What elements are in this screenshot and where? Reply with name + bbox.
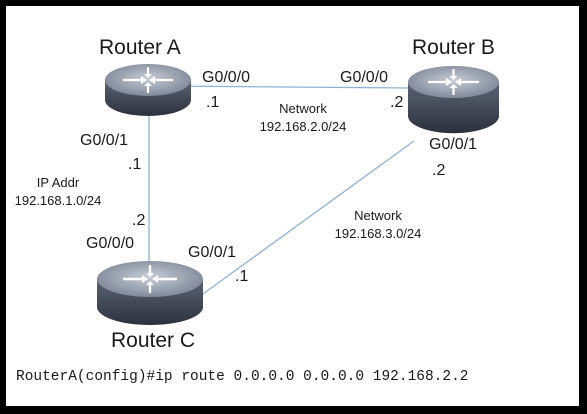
router-icon bbox=[105, 64, 191, 116]
router-b-icon bbox=[406, 64, 501, 134]
router-b-g001-ip: .2 bbox=[432, 162, 446, 179]
router-c-name: Router C bbox=[111, 329, 196, 352]
router-icon bbox=[97, 261, 203, 325]
link-b-c bbox=[195, 140, 415, 300]
network-bc-label: Network 192.168.3.0/24 bbox=[313, 207, 443, 243]
link-a-b bbox=[165, 85, 409, 89]
router-a-name: Router A bbox=[99, 36, 181, 59]
network-ac-label: IP Addr 192.168.1.0/24 bbox=[8, 174, 108, 210]
link-lines bbox=[148, 85, 415, 300]
network-ab-subnet: 192.168.2.0/24 bbox=[259, 119, 347, 134]
network-ab-label: Network 192.168.2.0/24 bbox=[238, 100, 368, 136]
router-icon bbox=[408, 66, 499, 134]
router-b-g001-label: G0/0/1 bbox=[429, 136, 478, 153]
router-b-g000-label: G0/0/0 bbox=[340, 69, 389, 86]
diagram-frame: Router A Router B Router C G0/0/0 .1 G0/… bbox=[6, 6, 579, 406]
network-ac-title: IP Addr bbox=[36, 175, 80, 190]
network-bc-subnet: 192.168.3.0/24 bbox=[334, 226, 422, 241]
network-ab-title: Network bbox=[279, 101, 327, 116]
router-a-g001-ip: .1 bbox=[128, 156, 142, 173]
router-a-g001-label: G0/0/1 bbox=[80, 132, 129, 149]
router-c-g001-label: G0/0/1 bbox=[188, 244, 237, 261]
router-c-g000-label: G0/0/0 bbox=[86, 235, 135, 252]
router-b-name: Router B bbox=[412, 36, 495, 59]
router-a-icon bbox=[103, 62, 193, 118]
router-c-g000-ip: .2 bbox=[132, 212, 146, 229]
router-a-g000-ip: .1 bbox=[206, 94, 220, 111]
network-ac-subnet: 192.168.1.0/24 bbox=[14, 193, 102, 208]
router-c-icon bbox=[95, 259, 205, 329]
network-bc-title: Network bbox=[354, 208, 402, 223]
router-a-g000-label: G0/0/0 bbox=[202, 69, 251, 86]
static-route-command: RouterA(config)#ip route 0.0.0.0 0.0.0.0… bbox=[16, 369, 469, 385]
router-b-g000-ip: .2 bbox=[390, 94, 404, 111]
router-c-g001-ip: .1 bbox=[235, 268, 249, 285]
